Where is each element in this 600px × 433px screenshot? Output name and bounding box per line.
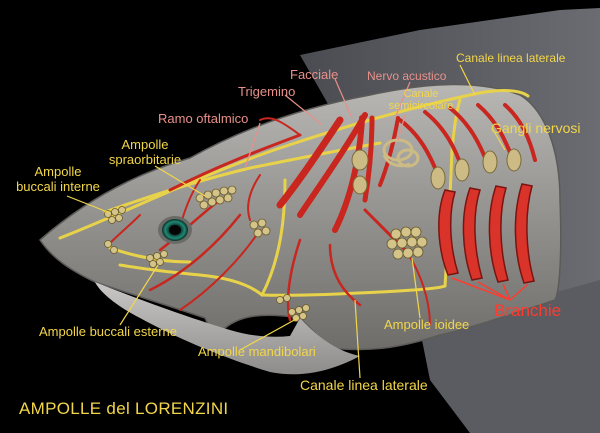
label-ampolle-buccali-esterne: Ampolle buccali esterne [39,324,178,339]
label-trigemino: Trigemino [238,84,296,99]
label-ampolle-spraorbitarie-line1: Ampolle [121,137,169,152]
label-ampolle-buccali-interne-line2: buccali interne [16,179,100,194]
label-ampolle-spraorbitarie-line2: spraorbitarie [108,152,182,167]
gill-arches [438,183,535,284]
shark-eye [158,216,192,244]
label-canale-semicircolare-line1: Canale [403,88,439,100]
label-ampolle-ioidee: Ampolle ioidee [384,317,470,332]
gangli-nervosi [351,148,522,195]
leader-lines [66,64,529,379]
label-ampolle-buccali-interne-line1: Ampolle [34,164,82,179]
label-canale-linea-laterale-top: Canale linea laterale [456,51,566,65]
diagram-title: AMPOLLE del LORENZINI [19,399,229,418]
lateral-line-canals [58,89,530,297]
label-ampolle-mandibolari: Ampolle mandibolari [198,344,316,359]
label-ampolle-buccali-interne: Ampolle buccali interne [10,165,106,193]
label-nervo-acustico: Nervo acustico [367,69,447,83]
shark-lower-jaw [95,282,360,375]
ampolle-clusters [104,185,428,322]
label-facciale: Facciale [290,67,339,82]
label-ampolle-spraorbitarie: Ampolle spraorbitarie [100,138,190,166]
label-gangli-nervosi: Gangli nervosi [491,120,581,136]
label-canale-semicircolare-line2: semicircolare [388,100,454,112]
label-ramo-oftalmico: Ramo oftalmico [158,111,249,126]
label-canale-semicircolare: Canale semicircolare [381,89,461,112]
label-branchie: Branchie [494,301,562,320]
label-canale-linea-laterale-bottom: Canale linea laterale [300,377,428,393]
